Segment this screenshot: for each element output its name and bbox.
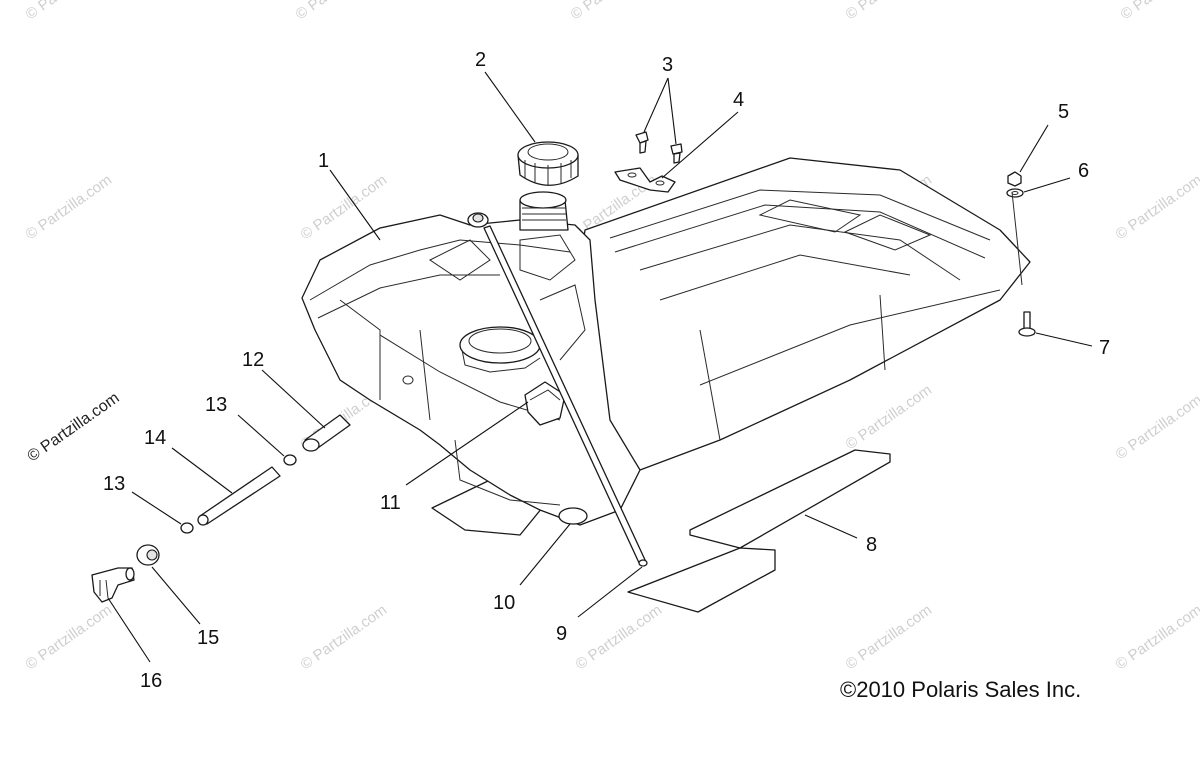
part-5-nut (1007, 171, 1022, 187)
callout-labels: 1 2 3 4 5 6 7 8 9 10 11 12 13 14 13 15 1… (103, 49, 1110, 692)
copyright-notice: ©2010 Polaris Sales Inc. (840, 677, 1081, 702)
part-7-bolt (1011, 191, 1036, 337)
part-3-bolts (635, 131, 683, 164)
watermark: © Partzilla.com (23, 0, 116, 23)
watermark: © Partzilla.com (1113, 601, 1200, 673)
part-4-bracket (614, 167, 676, 193)
watermark: © Partzilla.com (1118, 0, 1200, 23)
seat-body (569, 157, 1031, 471)
part-2-fuel-cap (517, 141, 579, 186)
callout-15: 15 (197, 627, 219, 649)
callout-16: 16 (140, 670, 162, 692)
leader-lines (107, 71, 1093, 663)
callout-5: 5 (1058, 101, 1069, 123)
part-13-clamp (283, 454, 297, 466)
part-16-valve (91, 567, 135, 603)
callout-4: 4 (733, 89, 744, 111)
part-8-heat-shield (431, 449, 891, 613)
watermark: © Partzilla.com (573, 601, 666, 673)
watermark: © Partzilla.com (843, 601, 936, 673)
part-6-washer (1006, 188, 1024, 198)
callout-1: 1 (318, 150, 329, 172)
callout-3: 3 (662, 54, 673, 76)
callout-8: 8 (866, 534, 877, 556)
part-13-clamp (180, 522, 194, 534)
watermark-prominent: © Partzilla.com (25, 390, 123, 466)
part-12-fitting (302, 414, 351, 452)
callout-13: 13 (205, 394, 227, 416)
watermark: © Partzilla.com (23, 171, 116, 243)
watermark: © Partzilla.com (843, 381, 936, 453)
callout-11: 11 (380, 492, 401, 514)
watermark: © Partzilla.com (1113, 171, 1200, 243)
callout-14: 14 (144, 427, 166, 449)
watermark: © Partzilla.com (293, 0, 386, 23)
watermark: © Partzilla.com (568, 0, 661, 23)
callout-10: 10 (493, 592, 515, 614)
callout-7: 7 (1099, 337, 1110, 359)
part-15-grommet (136, 544, 160, 566)
part-1-fuel-tank (301, 191, 641, 526)
part-9-vent-hose (483, 225, 648, 567)
callout-6: 6 (1078, 160, 1089, 182)
callout-9: 9 (556, 623, 567, 645)
callout-2: 2 (475, 49, 486, 71)
watermark: © Partzilla.com (23, 601, 116, 673)
part-14-hose (197, 466, 281, 526)
watermark: © Partzilla.com (1113, 391, 1200, 463)
callout-12: 12 (242, 349, 264, 371)
watermark: © Partzilla.com (843, 0, 936, 23)
callout-13: 13 (103, 473, 125, 495)
watermark: © Partzilla.com (298, 601, 391, 673)
